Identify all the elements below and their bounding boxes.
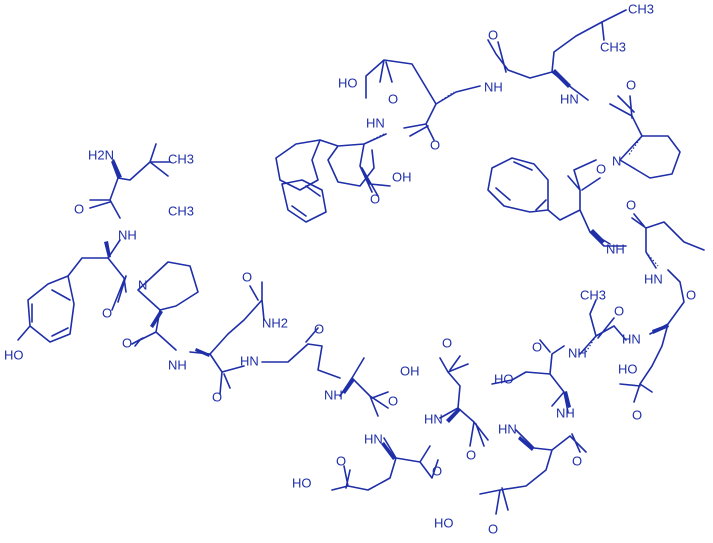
label-ser-nh: NH <box>556 405 575 420</box>
stereo-bonds <box>104 69 669 460</box>
label-val-o: O <box>74 201 84 216</box>
label-phe2-oh: OH <box>392 169 412 184</box>
label-val-nh: NH <box>118 227 137 242</box>
label-asn-side-o: O <box>242 269 252 284</box>
label-tyr-ho: HO <box>4 347 24 362</box>
label-asp-o: O <box>466 447 476 462</box>
label-ala3-o: O <box>626 197 636 212</box>
label-pro2-n: N <box>612 153 621 168</box>
label-leu-o: O <box>488 27 498 42</box>
label-glu2-hn: HN <box>498 421 517 436</box>
label-phe1-o: O <box>596 161 606 176</box>
label-phe2-hn: HN <box>366 115 385 130</box>
label-glu2-o: O <box>572 453 582 468</box>
label-glu1-o: O <box>432 463 442 478</box>
label-val-ch3-a: CH3 <box>168 151 194 166</box>
label-phe1-nh: NH <box>606 241 625 256</box>
label-pro1-o: O <box>122 335 132 350</box>
label-glu3-ho: HO <box>618 361 638 376</box>
label-tyr-o: O <box>102 305 112 320</box>
label-glu3-side-o: O <box>632 407 642 422</box>
label-asp-oh: OH <box>400 363 420 378</box>
bond-lines <box>17 9 705 515</box>
label-ala1-nh: NH <box>324 387 343 402</box>
label-glu1-oh: HO <box>292 475 312 490</box>
atom-labels: H2N CH3 CH3 O NH HO O N O NH O NH2 O HN … <box>4 1 696 536</box>
label-ala2-o: O <box>614 303 624 318</box>
label-glu4-ho: HO <box>338 75 358 90</box>
label-leu-hn: HN <box>560 91 579 106</box>
label-leu-ch3-b: CH3 <box>600 39 626 54</box>
label-glu3-o: O <box>686 287 696 302</box>
label-glu4-nh: NH <box>484 79 503 94</box>
label-pro2-o: O <box>626 77 636 92</box>
label-glu1-hn: HN <box>364 431 383 446</box>
label-glu4-o: O <box>430 137 440 152</box>
label-ala2-nh: NH <box>568 345 587 360</box>
label-pro1-n: N <box>138 277 147 292</box>
label-asp-side-o: O <box>442 335 452 350</box>
label-ala1-o: O <box>388 393 398 408</box>
label-asp-hn: HN <box>424 411 443 426</box>
label-ala3-hn: HN <box>644 271 663 286</box>
label-glu4-side-o: O <box>388 91 398 106</box>
label-gly-o: O <box>314 321 324 336</box>
label-leu-ch3-a: CH3 <box>628 1 654 16</box>
label-glu3-hn: HN <box>622 331 641 346</box>
label-gly-hn: HN <box>240 353 259 368</box>
label-phe2-o: O <box>370 191 380 206</box>
label-glu1-side-o: O <box>336 453 346 468</box>
label-val-ch3-b: CH3 <box>168 203 194 218</box>
label-ser-o: O <box>532 339 542 354</box>
label-ala2-ch3: CH3 <box>580 287 606 302</box>
label-glu2-side-o: O <box>488 521 498 536</box>
label-ser-ho: HO <box>494 371 514 386</box>
label-asn-nh: NH <box>168 357 187 372</box>
label-n-terminus-amine: H2N <box>88 147 114 162</box>
label-asn-nh2: NH2 <box>262 315 288 330</box>
label-asn-o: O <box>212 389 222 404</box>
label-glu2-ho: HO <box>434 515 454 530</box>
